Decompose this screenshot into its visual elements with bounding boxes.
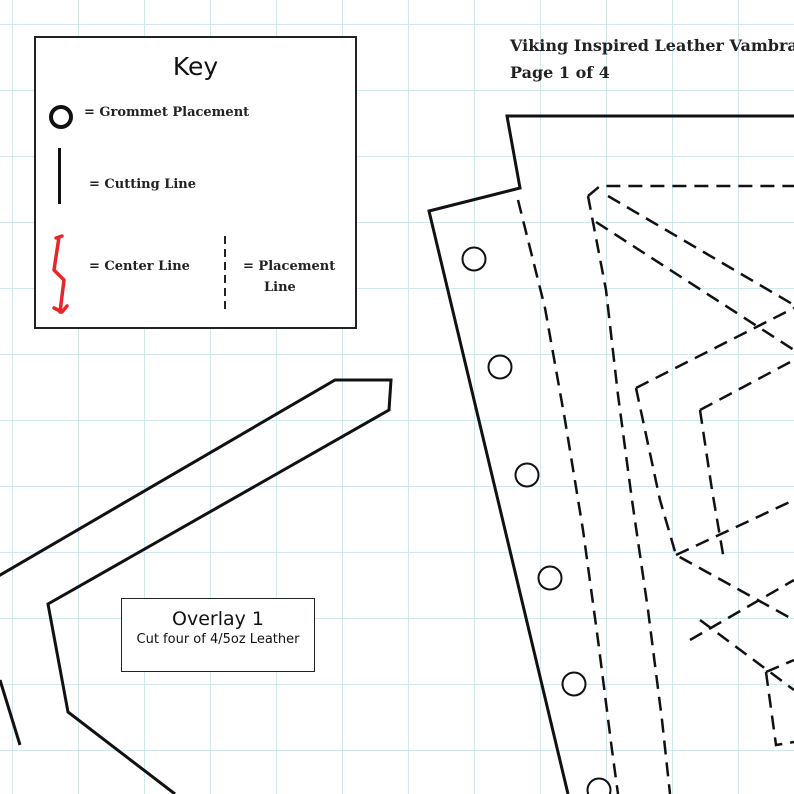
grommet-icon [586, 777, 612, 794]
center-line-icon [52, 234, 69, 314]
cutting-line-icon [58, 148, 61, 204]
key-heading: Key [172, 52, 219, 81]
overlay-instruction: Cut four of 4/5oz Leather [136, 632, 300, 647]
key-placement-label-2: Line [264, 280, 296, 295]
grommet-icon [561, 671, 587, 697]
page-number: Page 1 of 4 [510, 63, 610, 82]
grommet-icon [514, 462, 540, 488]
grommet-icon [487, 354, 513, 380]
grommet-icon [49, 105, 73, 129]
placement-lines [516, 184, 794, 794]
grommet-icon [461, 246, 487, 272]
key-legend: Key = Grommet Placement = Cutting Line =… [34, 36, 357, 329]
key-grommet-label: = Grommet Placement [84, 105, 250, 120]
overlay-title: Overlay 1 [172, 608, 264, 630]
overlay-label: Overlay 1 Cut four of 4/5oz Leather [121, 598, 315, 672]
title-line-1: Viking Inspired Leather Vambra [510, 36, 794, 55]
key-placement-label-1: = Placement [243, 259, 336, 274]
page-title: Viking Inspired Leather Vambra Page 1 of… [510, 32, 794, 86]
overlay-piece-outline [0, 378, 393, 794]
grommet-icon [537, 565, 563, 591]
grommets [461, 246, 612, 794]
key-cutting-label: = Cutting Line [89, 177, 197, 192]
placement-line-icon [224, 236, 226, 312]
key-center-label: = Center Line [89, 259, 190, 274]
vambrace-outline [427, 114, 794, 794]
